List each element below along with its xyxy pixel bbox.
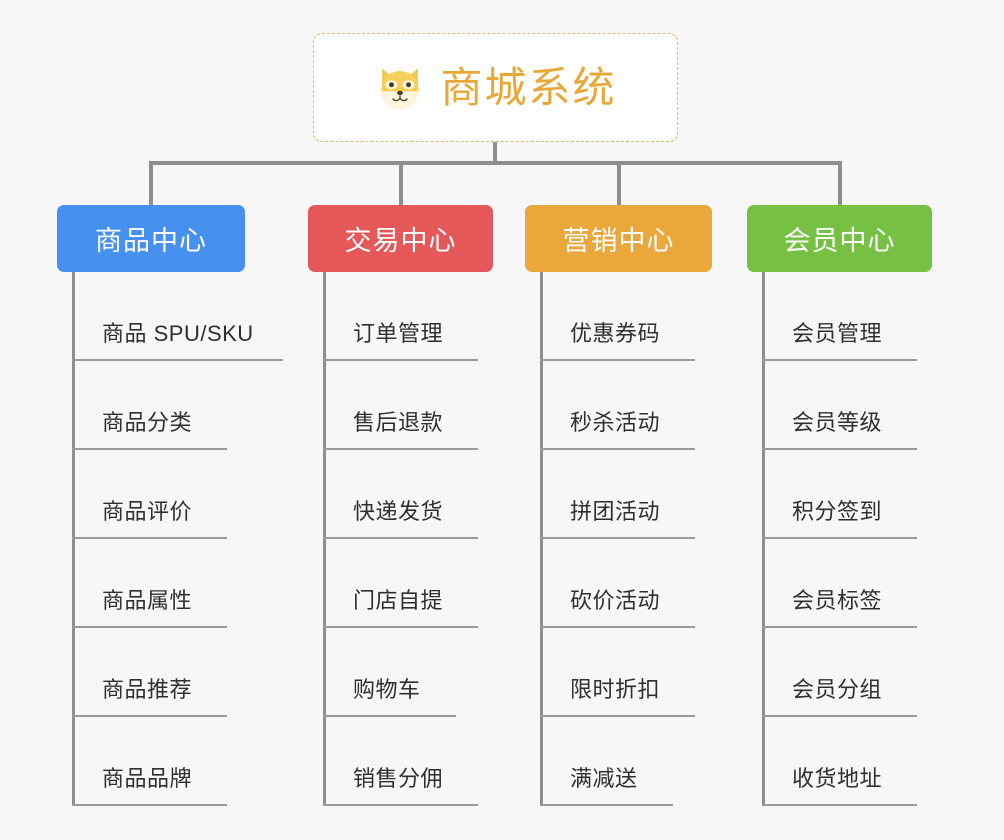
leaf-item-label: 商品属性 [102,588,193,613]
column-header-label: 营销中心 [562,226,675,256]
leaf-item-label: 砍价活动 [570,588,661,613]
leaf-item-underline [72,715,227,717]
leaf-item-underline [72,626,227,628]
leaf-item-label: 优惠券码 [570,321,661,346]
leaf-item-label: 售后退款 [353,410,444,435]
leaf-rail [323,272,326,806]
leaf-item-underline [323,626,478,628]
branch-drop-3 [616,161,621,209]
leaf-item-underline [540,715,695,717]
leaf-item-label: 商品推荐 [102,677,193,702]
leaf-rail [72,272,75,806]
root-stem [493,142,497,165]
branch-drop-4 [837,161,842,209]
root-title: 商城系统 [440,63,617,111]
leaf-item-underline [540,359,695,361]
leaf-rail [540,272,543,806]
leaf-item-underline [323,715,456,717]
leaf-column-3: 优惠券码秒杀活动拼团活动砍价活动限时折扣满减送 [540,272,770,806]
leaf-item[interactable]: 会员分组 [762,628,917,717]
leaf-item[interactable]: 商品分类 [72,361,227,450]
leaf-item[interactable]: 拼团活动 [540,450,695,539]
leaf-item-underline [762,448,917,450]
leaf-item-label: 商品评价 [102,499,193,524]
leaf-item[interactable]: 限时折扣 [540,628,695,717]
leaf-item[interactable]: 砍价活动 [540,539,695,628]
leaf-item-underline [540,448,695,450]
leaf-item-underline [540,804,673,806]
leaf-item[interactable]: 门店自提 [323,539,478,628]
branch-drop-2 [398,161,403,209]
leaf-item[interactable]: 售后退款 [323,361,478,450]
leaf-column-2: 订单管理售后退款快递发货门店自提购物车销售分佣 [323,272,553,806]
distribution-bar [149,161,842,165]
leaf-item-label: 会员等级 [792,410,883,435]
leaf-item-underline [762,804,917,806]
leaf-item-label: 会员标签 [792,588,883,613]
leaf-item-label: 商品 SPU/SKU [102,321,254,346]
leaf-rail [762,272,765,806]
leaf-item[interactable]: 商品品牌 [72,717,227,806]
leaf-item-label: 销售分佣 [353,766,444,791]
leaf-item[interactable]: 会员管理 [762,272,917,361]
leaf-item-underline [762,537,917,539]
leaf-item-label: 门店自提 [353,588,444,613]
column-header-2[interactable]: 交易中心 [308,205,493,272]
leaf-item-label: 拼团活动 [570,499,661,524]
leaf-item[interactable]: 商品属性 [72,539,227,628]
leaf-item-label: 会员管理 [792,321,883,346]
leaf-item[interactable]: 快递发货 [323,450,478,539]
leaf-item[interactable]: 会员标签 [762,539,917,628]
leaf-item[interactable]: 购物车 [323,628,456,717]
column-header-label: 商品中心 [95,226,207,256]
leaf-item[interactable]: 收货地址 [762,717,917,806]
leaf-item-label: 商品分类 [102,410,193,435]
leaf-item-underline [72,448,227,450]
leaf-item-label: 秒杀活动 [570,410,661,435]
leaf-item-label: 快递发货 [353,499,444,524]
leaf-item-underline [762,359,917,361]
leaf-item-label: 会员分组 [792,677,883,702]
root-node[interactable]: 商城系统 [313,33,678,142]
leaf-column-4: 会员管理会员等级积分签到会员标签会员分组收货地址 [762,272,992,806]
leaf-item-label: 订单管理 [353,321,444,346]
leaf-item[interactable]: 销售分佣 [323,717,478,806]
leaf-item-label: 满减送 [570,766,638,791]
leaf-item[interactable]: 订单管理 [323,272,478,361]
leaf-item-label: 商品品牌 [102,766,193,791]
leaf-item-underline [762,626,917,628]
leaf-item-underline [323,359,478,361]
leaf-item[interactable]: 满减送 [540,717,673,806]
leaf-item-label: 限时折扣 [570,677,661,702]
shiba-dog-icon [381,68,420,110]
leaf-item-underline [323,537,478,539]
column-header-4[interactable]: 会员中心 [747,205,932,272]
column-header-3[interactable]: 营销中心 [525,205,712,272]
leaf-item-underline [540,626,695,628]
leaf-item-underline [323,804,478,806]
leaf-item-underline [540,537,695,539]
leaf-item-label: 积分签到 [792,499,883,524]
leaf-item[interactable]: 优惠券码 [540,272,695,361]
leaf-item-label: 购物车 [353,677,421,702]
column-header-label: 会员中心 [783,226,896,256]
leaf-item[interactable]: 会员等级 [762,361,917,450]
column-header-1[interactable]: 商品中心 [57,205,245,272]
leaf-item-underline [72,804,227,806]
leaf-item[interactable]: 商品评价 [72,450,227,539]
leaf-item[interactable]: 积分签到 [762,450,917,539]
column-header-label: 交易中心 [344,226,457,256]
leaf-item[interactable]: 商品 SPU/SKU [72,272,283,361]
branch-drop-1 [149,161,153,209]
leaf-item-underline [72,359,283,361]
leaf-item[interactable]: 商品推荐 [72,628,227,717]
leaf-item-underline [72,537,227,539]
leaf-item-underline [323,448,478,450]
leaf-item-label: 收货地址 [792,766,883,791]
leaf-item-underline [762,715,917,717]
leaf-item[interactable]: 秒杀活动 [540,361,695,450]
leaf-column-1: 商品 SPU/SKU 商品分类商品评价商品属性商品推荐商品品牌 [72,272,302,806]
